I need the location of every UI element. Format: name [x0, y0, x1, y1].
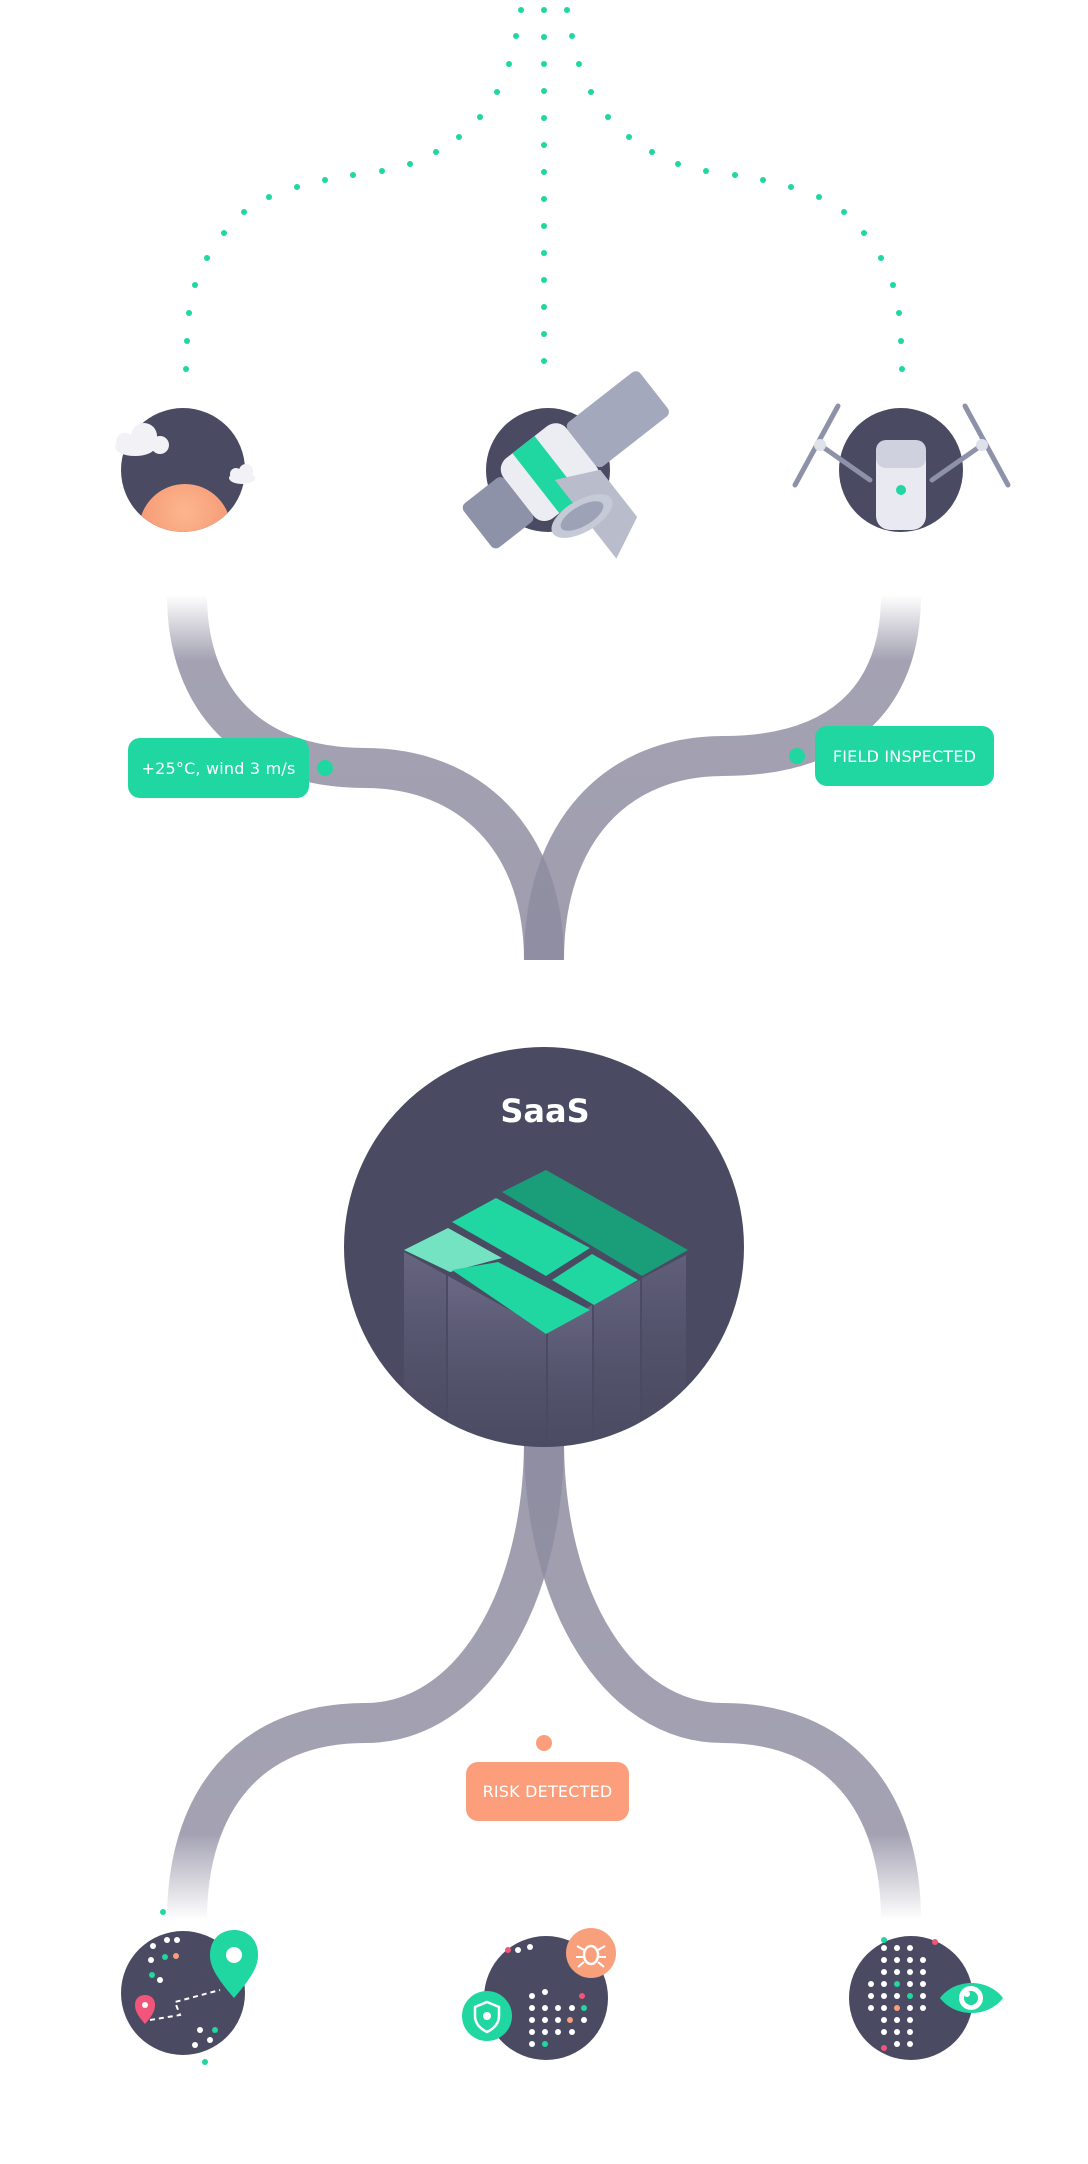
pipe-map — [167, 1439, 564, 1921]
map-route-icon — [121, 1909, 258, 2065]
saas-hub — [344, 1047, 744, 1447]
monitoring-eye-icon — [849, 1936, 1003, 2060]
saas-hub-title: SaaS — [500, 1092, 590, 1130]
bug-icon — [566, 1928, 616, 1978]
weather-icon — [115, 408, 255, 532]
risk-connector-dot — [536, 1735, 552, 1751]
pipe-eye — [524, 1439, 921, 1921]
top-pipes — [167, 585, 921, 1060]
pin-icon — [210, 1930, 258, 1998]
shield-icon — [462, 1991, 512, 2041]
cloud-icon — [115, 423, 255, 484]
drone-icon — [792, 403, 1011, 532]
uplink-right — [564, 7, 905, 372]
weather-status-label: +25°C, wind 3 m/s — [128, 738, 309, 798]
satellite-icon — [462, 371, 669, 559]
weather-connector-dot — [317, 760, 333, 776]
eye-icon — [940, 1983, 1003, 2013]
risk-status-label: RISK DETECTED — [466, 1762, 629, 1821]
field-connector-dot — [789, 748, 805, 764]
uplink-left — [183, 7, 524, 372]
bottom-pipes — [167, 1439, 921, 1925]
dotted-uplinks — [183, 7, 905, 372]
field-status-label: FIELD INSPECTED — [815, 726, 994, 786]
uplink-center — [541, 7, 547, 364]
data-cube-icon — [404, 1170, 688, 1447]
pest-protection-icon — [462, 1928, 616, 2060]
